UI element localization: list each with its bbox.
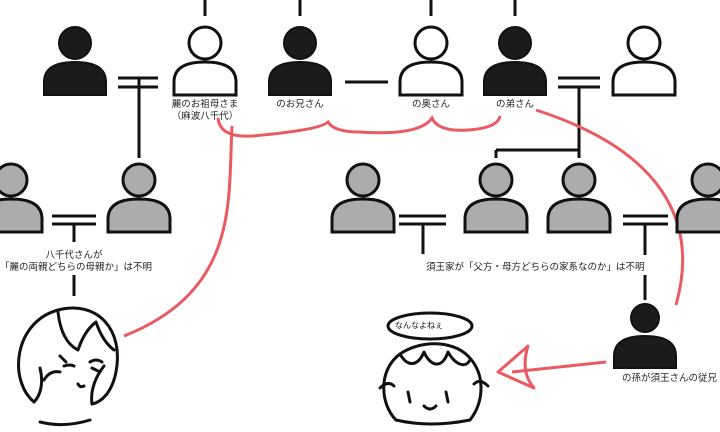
person-gray-6: [675, 162, 720, 234]
arrow-grandson-to-chibi: [496, 344, 607, 390]
top-generation-connectors: [118, 76, 600, 158]
person-wife: [398, 25, 464, 97]
person-grandmother: [172, 25, 238, 97]
label-grandmother-name: （麻波八千代）: [171, 111, 239, 122]
person-brother: [268, 26, 332, 96]
person-younger-brother: [483, 26, 547, 96]
second-generation-connectors: [52, 214, 668, 300]
person-gray-4: [463, 162, 529, 234]
bracket-group: [216, 114, 502, 138]
person-gray-1: [0, 162, 44, 234]
label-grandmother: 麗のお祖母さま: [171, 99, 239, 110]
curve-grandmother-to-girl: [123, 125, 234, 338]
speech-bubble-text: なんなよねぇ: [395, 321, 443, 330]
label-younger-brother: の弟さん: [495, 99, 534, 110]
person-gray-5: [546, 162, 612, 234]
chibi-face-icon: [378, 311, 490, 426]
girl-face-icon: [17, 306, 119, 427]
person-gray-3: [330, 162, 396, 234]
label-wife: の奥さん: [411, 99, 450, 110]
label-brother: のお兄さん: [276, 99, 324, 110]
curve-younger-brother-to-grandson: [535, 108, 685, 306]
top-stub-lines: [203, 0, 517, 16]
note-left-line1: 八千代さんが: [45, 250, 103, 261]
person-gray-2: [106, 162, 172, 234]
note-left-line2: 「麗の両親どちらの母親か」は不明: [0, 262, 153, 273]
label-grandson: の孫が須王さんの従兄: [622, 373, 718, 384]
person-younger-brother-wife: [611, 25, 677, 97]
note-right: 須王家が「父方・母方どちらの家系なのか」は不明: [426, 262, 645, 273]
person-grandfather: [43, 26, 107, 96]
person-grandson: [613, 303, 677, 369]
